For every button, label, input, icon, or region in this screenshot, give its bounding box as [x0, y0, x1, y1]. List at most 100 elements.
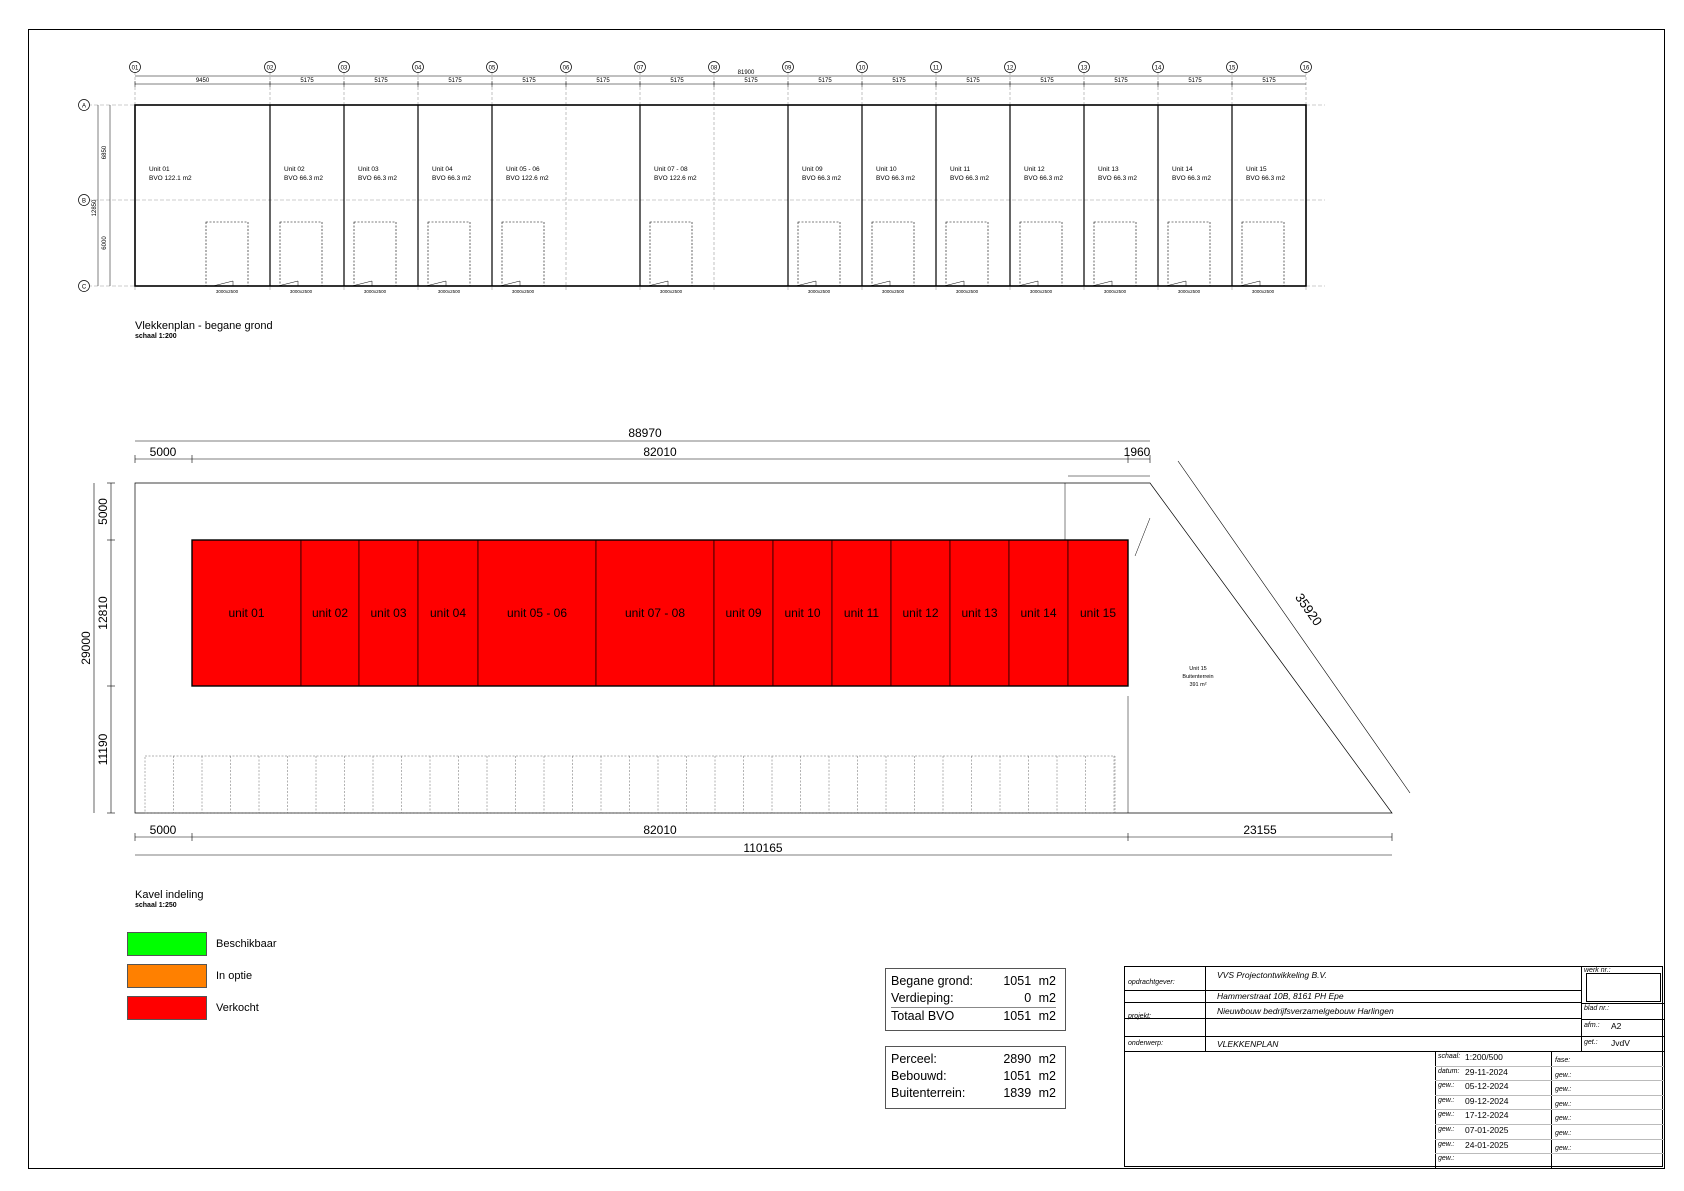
roller-door: [205, 221, 249, 287]
legend-item-beschikbaar: Beschikbaar: [127, 932, 277, 956]
werk-label: werk nr.:: [1584, 967, 1611, 974]
unit-bvo: BVO 66.3 m2: [802, 175, 841, 182]
grid-label: 12: [1007, 66, 1014, 72]
dimension-top-left: 5000: [150, 445, 177, 459]
revision-date: 1:200/500: [1465, 1052, 1503, 1062]
door-label: 3000x2500: [1104, 289, 1127, 294]
grid-label: 08: [711, 66, 718, 72]
bay-dimension: 5175: [818, 78, 832, 84]
bay-dimension: 5175: [1188, 78, 1202, 84]
roller-door: [649, 221, 693, 287]
legend-label: Verkocht: [216, 1002, 259, 1014]
dimension-bottom-total: 110165: [743, 841, 782, 855]
floor-plan-title: Vlekkenplan - begane grond: [135, 320, 273, 332]
legend-item-in-optie: In optie: [127, 964, 252, 988]
revision-label: schaal:: [1438, 1053, 1461, 1060]
unit-label: unit 01: [228, 606, 264, 620]
afm-label: afm.:: [1584, 1022, 1600, 1029]
building-outline: [134, 104, 1307, 287]
row-unit: m2: [1038, 974, 1056, 988]
unit-block: [300, 539, 360, 687]
grid-label: 03: [341, 66, 348, 72]
grid-bubble: [560, 61, 572, 73]
unit-label: unit 03: [370, 606, 406, 620]
legend-label: In optie: [216, 970, 253, 982]
unit-bvo: BVO 66.3 m2: [358, 175, 397, 182]
table-row: Bebouwd: 1051 m2: [891, 1068, 1056, 1085]
door-swing: [499, 280, 521, 287]
grid-bubble: [1300, 61, 1312, 73]
unit-name: Unit 11: [950, 166, 970, 173]
floor-plan-caption: Vlekkenplan - begane grond schaal 1:200: [135, 320, 273, 340]
row-value: 1051: [1003, 974, 1032, 988]
door-label: 3000x2500: [956, 289, 979, 294]
dimension-left-bottom: 11190: [96, 733, 110, 765]
table-row: Buitenterrein: 1839 m2: [891, 1085, 1056, 1102]
grid-label: 05: [489, 66, 496, 72]
grid-label: 07: [637, 66, 644, 72]
divider: [1581, 1003, 1664, 1004]
divider: [1125, 1036, 1664, 1037]
unit-label: unit 13: [961, 606, 997, 620]
grid-bubble: [1004, 61, 1016, 73]
revision-date: 09-12-2024: [1465, 1095, 1509, 1106]
dimension-bottom-right: 23155: [1243, 823, 1277, 837]
unit-label: unit 11: [844, 606, 879, 620]
divider: [1435, 1065, 1664, 1067]
revision-date: 05-12-2024: [1465, 1081, 1509, 1092]
revision-label: gew.:: [1438, 1096, 1455, 1104]
unit-block: [713, 539, 774, 687]
divider: [1125, 1002, 1581, 1003]
parking-area: [144, 755, 1116, 814]
opdrachtgever-label: opdrachtgever:: [1128, 979, 1175, 986]
dimension-left-mid: 12810: [96, 596, 110, 630]
unit-block: [949, 539, 1010, 687]
address-value: Hammerstraat 10B, 8161 PH Epe: [1217, 991, 1344, 1001]
get-label: get.:: [1584, 1039, 1598, 1046]
unit-bvo: BVO 122.6 m2: [654, 175, 697, 182]
opdrachtgever-value: VVS Projectontwikkeling B.V.: [1217, 970, 1327, 980]
roller-door: [353, 221, 397, 287]
legend-item-verkocht: Verkocht: [127, 996, 259, 1020]
grid-label: 11: [933, 66, 940, 72]
table-row: Perceel: 2890 m2: [891, 1051, 1056, 1068]
divider: [1125, 990, 1581, 991]
unit-bvo: BVO 122.1 m2: [149, 175, 192, 182]
door-swing: [647, 280, 669, 287]
unit-label: unit 07 - 08: [625, 606, 685, 620]
divider: [1435, 1109, 1664, 1111]
roller-door: [797, 221, 841, 287]
unit-block: [477, 539, 597, 687]
depth-dimension: 6850: [102, 145, 108, 159]
dimension-left-top: 5000: [96, 498, 110, 525]
bay-dimension: 5175: [1040, 78, 1054, 84]
bay-dimension: 5175: [966, 78, 980, 84]
revision-label: datum:: [1438, 1067, 1460, 1075]
grid-bubble: [412, 61, 424, 73]
bay-dimension: 5175: [744, 78, 758, 84]
right-gew-label: gew.:: [1555, 1130, 1572, 1137]
door-label: 3000x2500: [364, 289, 387, 294]
dimension-bottom-mid: 82010: [643, 823, 677, 837]
door-swing: [212, 280, 234, 287]
plot-outline: [134, 482, 1393, 814]
floor-plan-scale: schaal 1:200: [135, 333, 177, 340]
unit-label: unit 14: [1020, 606, 1056, 620]
row-label: Buitenterrein:: [891, 1086, 966, 1100]
dimension-top-right: 1960: [1124, 445, 1151, 459]
table-row: Begane grond: 1051 m2: [891, 973, 1056, 990]
unit-name: Unit 05 - 06: [506, 166, 540, 173]
door-swing: [1165, 280, 1187, 287]
row-unit: m2: [1038, 1052, 1056, 1066]
unit-name: Unit 15: [1246, 166, 1267, 173]
right-gew-label: gew.:: [1555, 1100, 1572, 1108]
site-plan-scale: schaal 1:250: [135, 902, 177, 909]
divider: [1435, 1094, 1664, 1096]
werk-nr-box: [1586, 973, 1661, 1002]
grid-bubble: [1226, 61, 1238, 73]
site-plan-caption: Kavel indeling schaal 1:250: [135, 889, 204, 909]
building-block: [191, 539, 1129, 687]
door-label: 3000x2500: [1252, 289, 1275, 294]
roller-door: [1241, 221, 1285, 287]
